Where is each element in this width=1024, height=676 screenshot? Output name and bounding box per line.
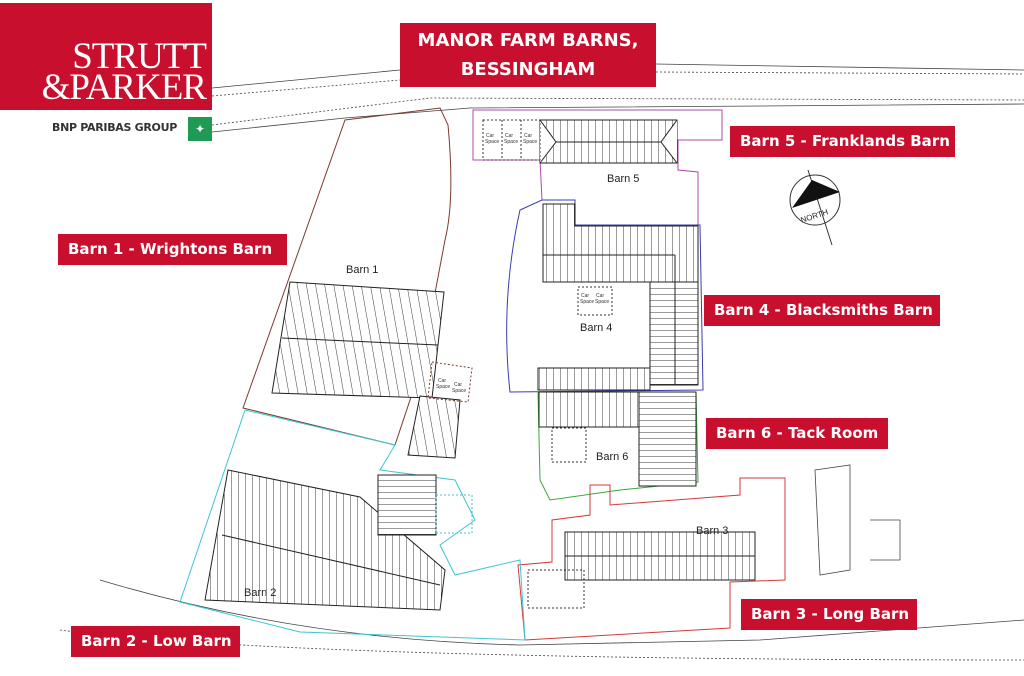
barn1-callout: Barn 1 - Wrightons Barn xyxy=(58,234,287,265)
barn3-plan-label: Barn 3 xyxy=(696,525,728,537)
title-line-1: MANOR FARM BARNS, xyxy=(417,30,639,51)
barn6-callout: Barn 6 - Tack Room xyxy=(706,418,888,449)
car-space-label: Car xyxy=(438,378,446,384)
car-space-label: Space xyxy=(485,139,499,145)
barn6-plot: Barn 6 xyxy=(537,391,699,501)
title-line-2: BESSINGHAM xyxy=(460,59,596,80)
car-space-label: Car xyxy=(581,293,589,299)
barn3-callout: Barn 3 - Long Barn xyxy=(741,599,917,630)
logo-line-2: &PARKER xyxy=(41,67,207,108)
car-space-label: Car xyxy=(486,133,494,139)
car-space-label: Car xyxy=(454,382,462,388)
barn5-plot: Car Space Car Space Car Space Barn 5 xyxy=(472,109,723,226)
barn2-plot: Barn 2 xyxy=(179,409,526,641)
barn4-plot: Car Space Car Space Barn 4 xyxy=(506,199,704,393)
north-arrow-icon: NORTH xyxy=(789,169,841,246)
car-space-label: Space xyxy=(436,384,450,390)
car-space-label: Space xyxy=(523,139,537,145)
page-title: MANOR FARM BARNS, BESSINGHAM xyxy=(400,23,656,87)
strutt-parker-logo: STRUTT &PARKER xyxy=(0,3,212,110)
logo-line-1: STRUTT xyxy=(72,36,207,77)
barn4-plan-label: Barn 4 xyxy=(580,322,612,334)
barn1-plan-label: Barn 1 xyxy=(346,264,378,276)
car-space-label: Car xyxy=(524,133,532,139)
barn3-plot: Barn 3 xyxy=(517,477,786,641)
car-space-label: Space xyxy=(580,299,594,305)
bnp-paribas-stars-icon: ✦ xyxy=(188,117,212,141)
barn6-plan-label: Barn 6 xyxy=(596,451,628,463)
barn2-callout: Barn 2 - Low Barn xyxy=(71,626,240,657)
car-space-label: Space xyxy=(452,388,466,394)
barn2-plan-label: Barn 2 xyxy=(244,587,276,599)
barn1-plot: Barn 1 Car Space Car Space xyxy=(242,107,473,459)
car-space-label: Car xyxy=(596,293,604,299)
car-space-label: Space xyxy=(504,139,518,145)
car-space-label: Space xyxy=(595,299,609,305)
car-space-label: Car xyxy=(505,133,513,139)
barn5-callout: Barn 5 - Franklands Barn xyxy=(730,126,955,157)
barn5-plan-label: Barn 5 xyxy=(607,173,639,185)
barn4-callout: Barn 4 - Blacksmiths Barn xyxy=(704,295,940,326)
bnp-paribas-group-label: BNP PARIBAS GROUP xyxy=(52,121,178,134)
